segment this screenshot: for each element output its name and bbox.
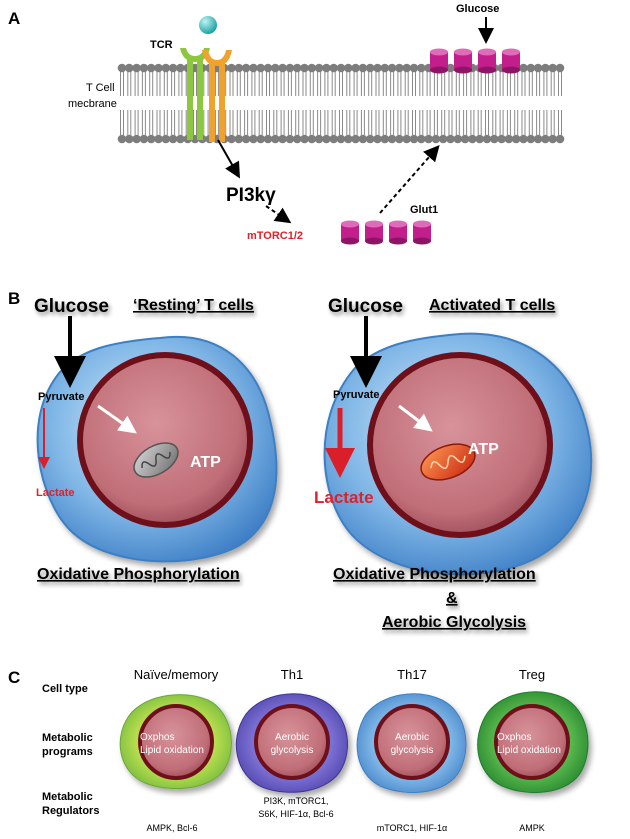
- regulators-line1: AMPK: [519, 823, 545, 833]
- program-line1: Oxphos: [140, 732, 174, 743]
- tcr-receptor: [180, 16, 232, 142]
- program-line1: Aerobic: [395, 732, 429, 743]
- resting-pyruvate-to-mito-arrow: [97, 404, 137, 434]
- cell-nucleus: [374, 704, 450, 780]
- program-line2: glycolysis: [391, 745, 434, 756]
- ligand-sphere: [199, 16, 217, 34]
- regulators-line2: S6K, HIF-1α, Bcl-6: [258, 809, 333, 819]
- activated-pyruvate-label: Pyruvate: [333, 389, 379, 401]
- resting-glucose-label: Glucose: [34, 296, 109, 317]
- cell-th17: Th17 Aerobic glycolysis mTORC1, HIF-1α: [356, 667, 467, 833]
- resting-pyruvate-label: Pyruvate: [38, 391, 84, 403]
- cell-type-name: Th1: [281, 667, 303, 682]
- panel-a: A T Cell mecbrane TCR Glucose PI3kγ mTOR…: [8, 3, 569, 245]
- membrane-label-line1: T Cell: [86, 82, 115, 94]
- activated-caption-line3: Aerobic Glycolysis: [382, 614, 526, 631]
- program-line2: glycolysis: [271, 745, 314, 756]
- program-line1: Oxphos: [497, 732, 531, 743]
- cell-type-name: Naïve/memory: [134, 667, 219, 682]
- activated-mitochondrion: [420, 443, 476, 481]
- cell-nucleus: [494, 704, 570, 780]
- cell-type-name: Treg: [519, 667, 545, 682]
- row-label-regulators-line2: Regulators: [42, 805, 99, 817]
- activated-lactate-label: Lactate: [314, 488, 374, 507]
- tcr-label: TCR: [150, 39, 173, 51]
- program-line2: Lipid oxidation: [497, 745, 561, 756]
- resting-atp-label: ATP: [190, 454, 221, 471]
- glut1-transporters: [341, 220, 431, 245]
- glut1-label: Glut1: [410, 204, 438, 216]
- activated-title: Activated T cells: [429, 297, 555, 314]
- cell-nucleus: [138, 704, 214, 780]
- glut1-to-membrane-arrow: [379, 144, 440, 214]
- activated-atp-label: ATP: [468, 441, 499, 458]
- glucose-label-a: Glucose: [456, 3, 499, 15]
- resting-mitochondrion: [133, 442, 179, 478]
- mtorc-label: mTORC1/2: [247, 230, 303, 242]
- activated-t-cell: Glucose Activated T cells Pyruvate Lacta…: [314, 296, 593, 631]
- program-line1: Aerobic: [275, 732, 309, 743]
- resting-caption: Oxidative Phosphorylation: [37, 566, 240, 583]
- panel-c: C Cell type Metabolic programs Metabolic…: [8, 667, 589, 833]
- membrane-glucose-transporters: [430, 48, 520, 74]
- resting-lactate-label: Lactate: [36, 487, 75, 499]
- cell-type-name: Th17: [397, 667, 427, 682]
- regulators-line1: mTORC1, HIF-1α: [377, 823, 448, 833]
- program-line2: Lipid oxidation: [140, 745, 204, 756]
- pi3k-to-mtorc-arrow: [265, 205, 292, 224]
- cell-treg: Treg Oxphos Lipid oxidation AMPK: [477, 667, 589, 833]
- panel-c-letter: C: [8, 668, 20, 687]
- cell-th1: Th1 Aerobic glycolysis PI3K, mTORC1, S6K…: [235, 667, 349, 819]
- panel-b: B Glucose ‘Resting’ T cells Pyruvate Lac…: [8, 289, 593, 631]
- regulators-line1: AMPK, Bcl-6: [146, 823, 197, 833]
- cell-nucleus: [254, 704, 330, 780]
- row-label-cell-type: Cell type: [42, 683, 88, 695]
- pi3k-label: PI3kγ: [226, 185, 276, 206]
- resting-t-cell: Glucose ‘Resting’ T cells Pyruvate Lacta…: [34, 296, 278, 583]
- activated-glucose-label: Glucose: [328, 296, 403, 317]
- activated-pyruvate-to-mito-arrow: [398, 404, 433, 432]
- cell-naive-memory: Naïve/memory Oxphos Lipid oxidation AMPK…: [119, 667, 232, 833]
- activated-caption-line2: &: [446, 590, 458, 607]
- panel-b-letter: B: [8, 289, 20, 308]
- tcr-to-pi3k-arrow: [217, 139, 240, 179]
- resting-title: ‘Resting’ T cells: [133, 297, 254, 314]
- row-label-programs-line2: programs: [42, 746, 93, 758]
- regulators-line1: PI3K, mTORC1,: [264, 796, 329, 806]
- activated-caption-line1: Oxidative Phosphorylation: [333, 566, 536, 583]
- membrane-label-line2: mecbrane: [68, 98, 117, 110]
- cell-membrane: [117, 63, 569, 144]
- row-label-regulators-line1: Metabolic: [42, 791, 93, 803]
- panel-a-letter: A: [8, 9, 20, 28]
- row-label-programs-line1: Metabolic: [42, 732, 93, 744]
- resting-nucleus: [77, 352, 253, 528]
